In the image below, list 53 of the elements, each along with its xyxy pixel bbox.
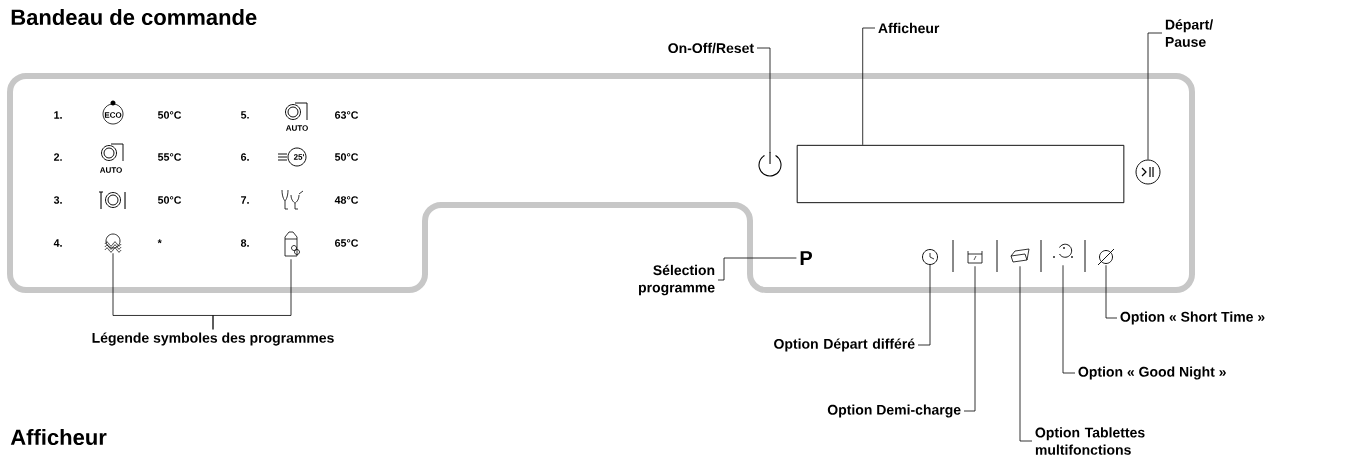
callout-text: Option « Good Night »: [1078, 366, 1226, 380]
program-number: 6.: [241, 153, 249, 161]
icon-text: AUTO: [285, 125, 308, 131]
icon-text: AUTO: [99, 167, 122, 173]
program-number: 3.: [53, 196, 62, 204]
start-pause-icon: [1135, 159, 1161, 185]
program-number: 2.: [54, 153, 62, 161]
leader-line: [717, 257, 797, 281]
leader-line: [1062, 264, 1076, 374]
program-number: 7.: [241, 196, 249, 204]
temperature: 50°C: [157, 196, 182, 204]
temperature: 48°C: [334, 196, 359, 204]
callout-text: Légende symboles des programmes: [92, 332, 334, 346]
short-time-icon: [1097, 248, 1115, 266]
leader-line: [963, 265, 976, 412]
leader-line: [917, 264, 931, 346]
tablet-icon: [1010, 248, 1030, 263]
program-number: 8.: [240, 239, 249, 247]
leader-line: [1019, 265, 1033, 442]
temperature: 65°C: [335, 239, 359, 247]
waves-icon: [104, 233, 122, 253]
callout-text: Option « Short Time »: [1120, 311, 1265, 325]
temperature: *: [157, 239, 162, 244]
temperature: 50°C: [334, 153, 359, 161]
callout-text: Option Tablettes multifonctions: [1035, 427, 1145, 455]
clock-icon: [922, 249, 938, 265]
panel-letter: P: [800, 251, 812, 265]
leader-line: [862, 27, 876, 146]
program-number: 1.: [54, 111, 62, 119]
title: Bandeau de commande: [11, 8, 257, 26]
leader-line: [212, 258, 292, 330]
temperature: 63°C: [335, 111, 359, 119]
callout-text: On-Off/Reset: [668, 42, 754, 54]
callout-text: Option Départ différé: [774, 338, 915, 352]
heading: Afficheur: [10, 428, 107, 446]
callout-text: Afficheur: [878, 22, 940, 34]
leader-line: [756, 47, 771, 154]
display-screen: [796, 144, 1125, 204]
power-button-icon: [758, 151, 782, 177]
callout-text: Option Demi-charge: [827, 404, 961, 418]
moon-icon: [1053, 243, 1073, 258]
half-load-icon: [967, 250, 983, 264]
icon-text: ECO: [104, 112, 122, 118]
leader-line: [1105, 264, 1118, 319]
temperature: 55°C: [157, 153, 182, 161]
program-number: 4.: [53, 239, 62, 247]
bottle-icon: [284, 231, 300, 257]
leader-line: [1147, 32, 1163, 160]
temperature: 50°C: [157, 111, 182, 119]
callout-text: Départ/ Pause: [1165, 19, 1214, 47]
callout-text: Sélection programme: [639, 264, 715, 296]
program-number: 5.: [240, 111, 249, 119]
icon-text: 25': [293, 154, 304, 160]
